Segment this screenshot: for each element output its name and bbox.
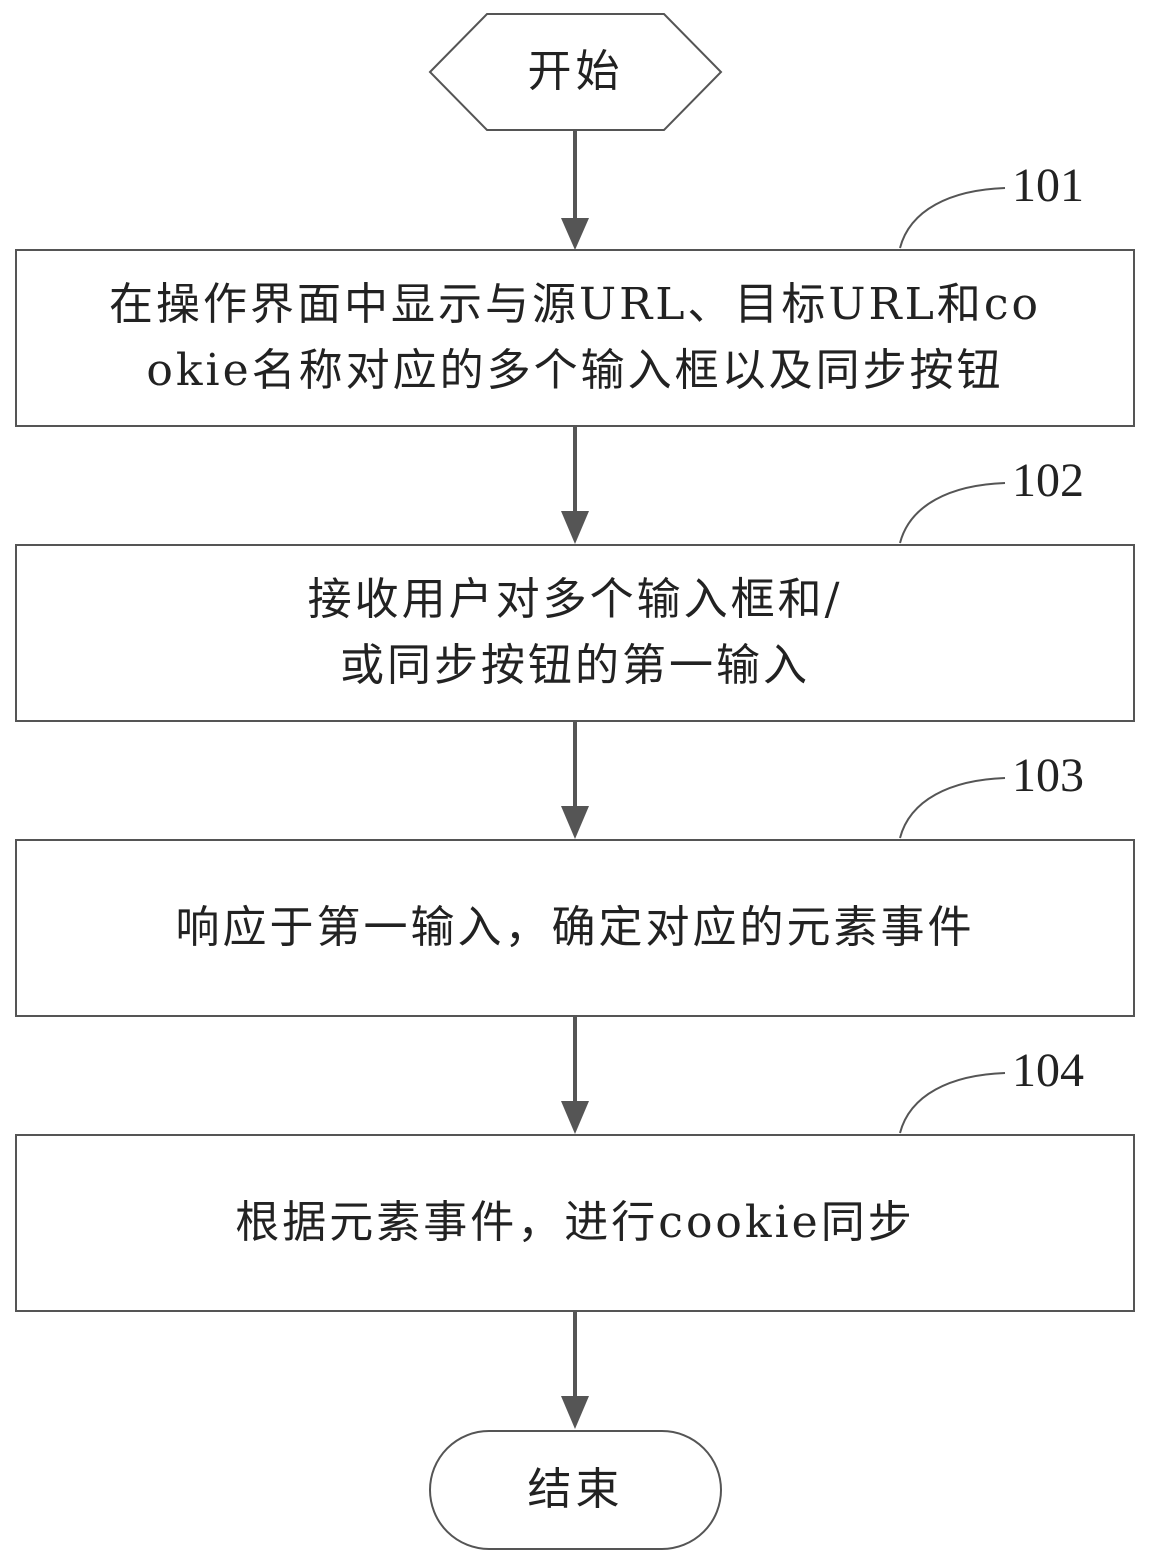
step-104-leader <box>899 1072 1006 1134</box>
arrowhead-start-to-101 <box>561 218 589 250</box>
step-102-box <box>15 544 1135 722</box>
step-104-box <box>15 1134 1135 1312</box>
step-103-box <box>15 839 1135 1017</box>
step-101-leader <box>899 187 1006 249</box>
arrowhead-101-to-102 <box>561 511 589 544</box>
step-103-ref: 103 <box>1012 749 1084 802</box>
step-104-ref: 104 <box>1012 1044 1084 1097</box>
arrowhead-104-to-end <box>561 1396 589 1429</box>
arrowhead-102-to-103 <box>561 806 589 839</box>
step-101-ref: 101 <box>1012 159 1084 212</box>
step-103-leader <box>899 777 1006 839</box>
start-terminal-shape <box>428 13 723 131</box>
step-101-box <box>15 249 1135 427</box>
step-102-leader <box>899 482 1006 544</box>
end-terminal-shape <box>429 1430 722 1550</box>
arrowhead-103-to-104 <box>561 1101 589 1134</box>
step-102-ref: 102 <box>1012 454 1084 507</box>
